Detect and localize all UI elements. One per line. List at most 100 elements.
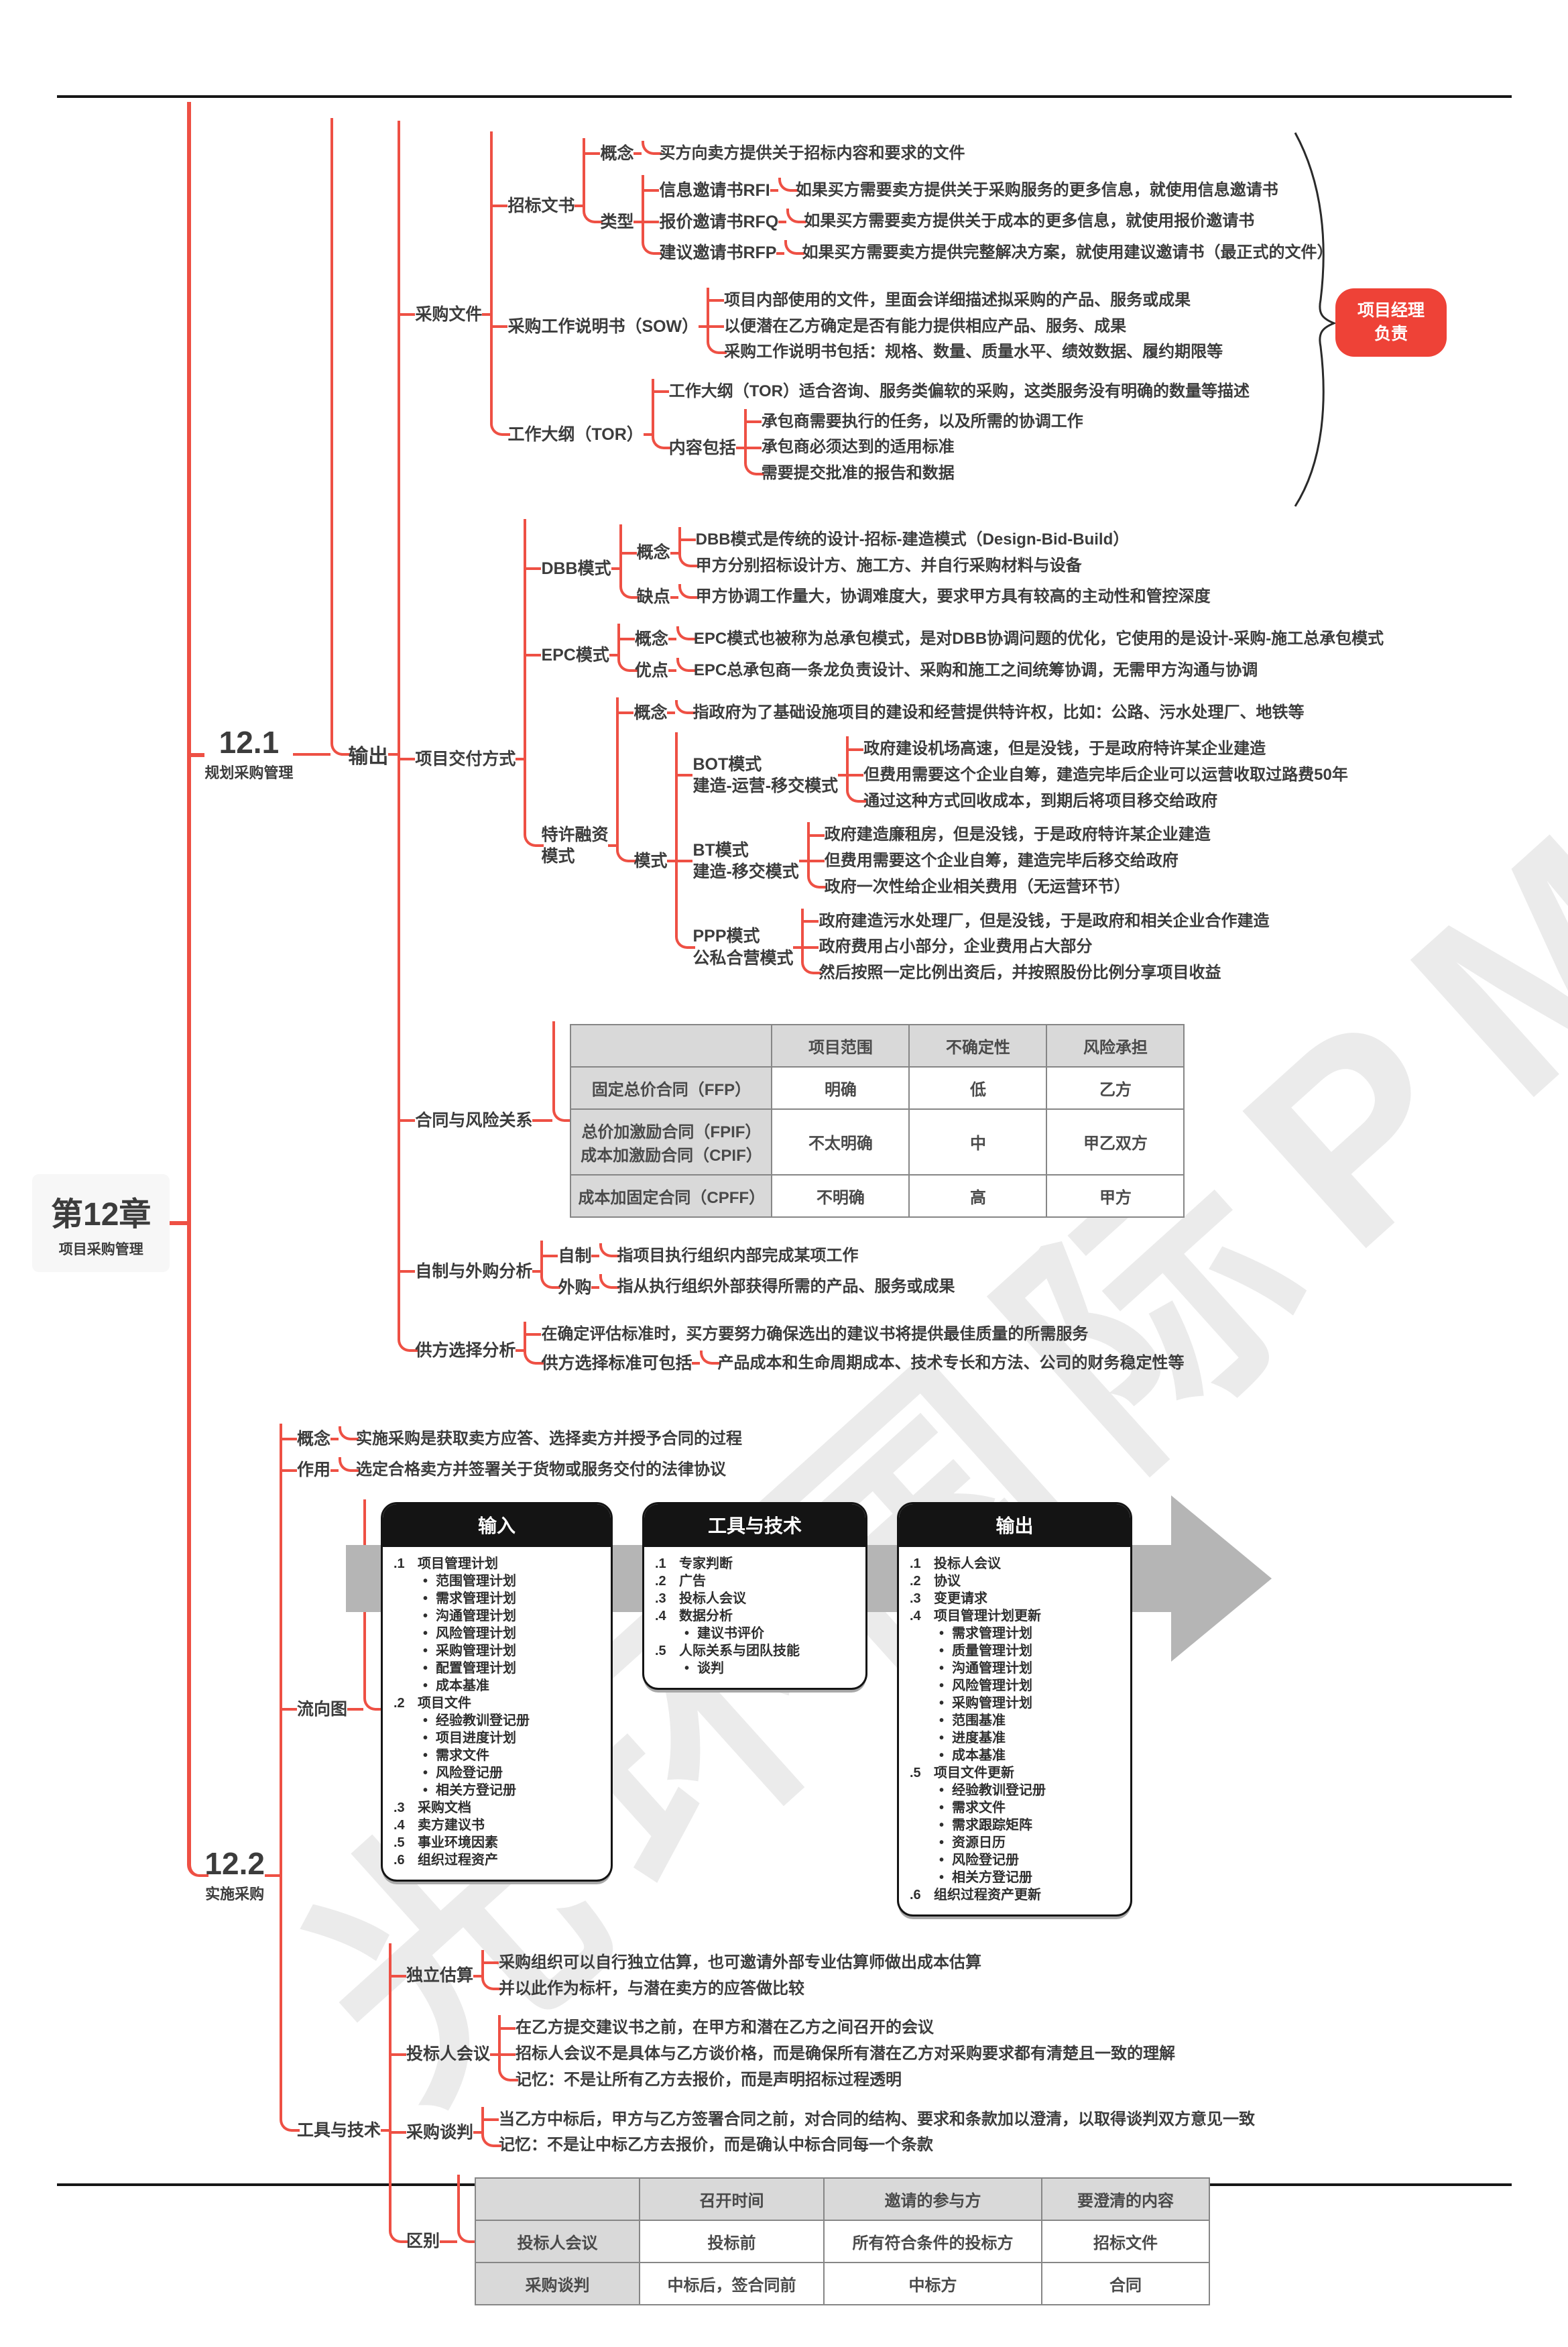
- node-label: BT模式: [692, 840, 749, 860]
- flow-sub-item: 沟通管理计划: [394, 1607, 600, 1625]
- node-label: 然后按照一定比例出资后，并按照股份比例分享项目收益: [819, 963, 1221, 982]
- connector-stub: [793, 946, 802, 949]
- node-label: 投标人会议: [406, 2045, 490, 2064]
- branch-node: 采购谈判当乙方中标后，甲方与乙方签署合同之前，对合同的结构、要求和条款加以澄清，…: [388, 2100, 1255, 2166]
- flow-item-label: 组织过程资产更新: [933, 1888, 1041, 1902]
- node-label: 在确定评估标准时，买方要努力确保选出的建议书将提供最佳质量的所需服务: [541, 1325, 1089, 1344]
- flow-sub-item: 相关方登记册: [394, 1782, 600, 1799]
- leaf-text: 指从执行组织外部获得所需的产品、服务或成果: [599, 1274, 955, 1300]
- connector-stub: [264, 1874, 280, 1878]
- table-cell: 合同: [1040, 2262, 1210, 2306]
- connector-stub: [591, 1285, 600, 1289]
- flow-item-label: 事业环境因素: [417, 1835, 498, 1850]
- flow-sub-item: 沟通管理计划: [910, 1660, 1120, 1677]
- node-label: 建议邀请书RFP: [659, 243, 777, 263]
- connector-stub: [770, 189, 778, 192]
- branch-source-selection: 供方选择分析在确定评估标准时，买方要努力确保选出的建议书将提供最佳质量的所需服务…: [398, 1312, 1384, 1388]
- node-label: 记忆：不是让中标乙方去报价，而是确认中标合同每一个条款: [498, 2136, 933, 2155]
- flow-item-number: .6: [909, 1888, 921, 1902]
- flow-sub-item-label: 沟通管理计划: [435, 1609, 516, 1623]
- flow-sub-item: 风险管理计划: [394, 1625, 600, 1642]
- connector-stub: [473, 2131, 481, 2134]
- flow-sub-item-label: 风险登记册: [435, 1766, 503, 1780]
- itto-diagram: 输入.1项目管理计划范围管理计划需求管理计划沟通管理计划风险管理计划采购管理计划…: [345, 1495, 1272, 1919]
- node-label: 特许融资: [541, 825, 609, 844]
- flow-sub-item-label: 谈判: [697, 1661, 724, 1676]
- node-label: 独立估算: [406, 1966, 473, 1986]
- node-label-line2: 建造-移交模式: [692, 862, 799, 882]
- table-cell: 明确: [771, 1066, 910, 1110]
- leaf-text: EPC总承包商一条龙负责设计、采购和施工之间统筹协调，无需甲方沟通与协调: [676, 657, 1258, 684]
- flow-sub-item: 配置管理计划: [394, 1660, 600, 1677]
- connector-stub: [643, 433, 652, 437]
- node-label: 项目交付方式: [415, 750, 516, 769]
- flow-item-number: .5: [393, 1835, 405, 1850]
- leaf-text: 需要提交批准的报告和数据: [743, 461, 1083, 487]
- node-label: 优点: [634, 661, 668, 680]
- top-rule: [57, 95, 1512, 98]
- table-col-header: 项目范围: [771, 1023, 910, 1068]
- flow-sub-item-label: 经验教训登记册: [435, 1713, 530, 1728]
- node-label-line2: 建造-运营-移交模式: [692, 777, 839, 796]
- connector-stub: [670, 551, 678, 555]
- leaf-text: 如果买方需要卖方提供关于成本的更多信息，就使用报价邀请书: [786, 209, 1254, 235]
- branch-node: 供方选择标准可包括产品成本和生命周期成本、技术专长和方法、公司的财务稳定性等: [524, 1347, 1185, 1379]
- flow-item-number: .1: [393, 1556, 405, 1571]
- node-label: 报价邀请书RFQ: [659, 212, 779, 231]
- flow-sub-item-label: 相关方登记册: [951, 1870, 1032, 1885]
- leaf-text: DBB模式是传统的设计-招标-建造模式（Design-Bid-Build）: [678, 526, 1129, 553]
- connector-stub: [609, 653, 617, 656]
- node-label: 合同与风险关系: [415, 1110, 533, 1130]
- leaf-text: 甲方协调工作量大，协调难度大，要求甲方具有较高的主动性和管控深度: [678, 584, 1211, 610]
- table-cell: 所有符合条件的投标方: [823, 2220, 1042, 2264]
- node-label: 外购: [558, 1277, 592, 1297]
- connector-stub: [838, 774, 847, 777]
- pm-badge-line1: 项目经理: [1357, 301, 1425, 320]
- leaf-text: 项目内部使用的文件，里面会详细描述拟采购的产品、服务或成果: [707, 287, 1223, 314]
- node-label: 采购工作说明书（SOW）: [507, 317, 699, 336]
- table-corner-cell: [570, 1023, 773, 1068]
- connector-stub: [380, 2129, 389, 2132]
- leaf-text: 当乙方中标后，甲方与乙方签署合同之前，对合同的结构、要求和条款加以澄清，以取得谈…: [481, 2106, 1255, 2133]
- flow-item-number: .6: [393, 1853, 405, 1868]
- leaf-text: 招标人会议不是具体与乙方谈价格，而是确保所有潜在乙方对采购要求都有清楚且一致的理…: [497, 2041, 1175, 2067]
- flow-sub-item: 需求管理计划: [910, 1625, 1120, 1642]
- leaf-text: 但费用需要这个企业自筹，建造完毕后移交给政府: [806, 848, 1211, 874]
- node-label: PPP模式: [692, 927, 760, 946]
- flow-sub-item: 需求文件: [910, 1799, 1120, 1817]
- flow-item-label: 专家判断: [678, 1556, 733, 1571]
- flow-sub-item: 风险登记册: [394, 1764, 600, 1782]
- branch-node: 报价邀请书RFQ 如果买方需要卖方提供关于成本的更多信息，就使用报价邀请书: [642, 206, 1333, 237]
- flow-sub-item-label: 需求管理计划: [435, 1591, 516, 1606]
- flow-sub-item: 范围管理计划: [394, 1572, 600, 1590]
- flow-item-number: .4: [909, 1609, 921, 1623]
- flow-item: .6 组织过程资产更新: [910, 1886, 1120, 1904]
- flow-item-label: 卖方建议书: [417, 1818, 485, 1833]
- node-label: 类型: [600, 212, 634, 231]
- connector-stub: [668, 638, 676, 641]
- flow-column-header: 工具与技术: [644, 1504, 865, 1547]
- connector-stub: [388, 753, 398, 756]
- leaf-text: 政府费用占小部分，企业费用占大部分: [801, 934, 1269, 960]
- table-row-header-line: 总价加激励合同（FPIF）: [581, 1123, 762, 1141]
- node-label: 实施采购是获取卖方应答、选择卖方并授予合同的过程: [355, 1429, 742, 1448]
- leaf-text: 但费用需要这个企业自筹，建造完毕后企业可以运营收取过路费50年: [846, 762, 1348, 789]
- flow-item-label: 投标人会议: [933, 1556, 1001, 1571]
- node-label: 甲方分别招标设计方、施工方、并自行采购材料与设备: [695, 556, 1082, 575]
- node-label: 当乙方中标后，甲方与乙方签署合同之前，对合同的结构、要求和条款加以澄清，以取得谈…: [498, 2110, 1255, 2128]
- connector-stub: [735, 446, 744, 449]
- node-label: 产品成本和生命周期成本、技术专长和方法、公司的财务稳定性等: [717, 1353, 1185, 1372]
- node-label: 采购文件: [415, 304, 483, 324]
- flow-sub-item-label: 范围基准: [951, 1713, 1006, 1728]
- branch-tor: 工作大纲（TOR）工作大纲（TOR）适合咨询、服务类偏软的采购，这类服务没有明确…: [490, 372, 1333, 498]
